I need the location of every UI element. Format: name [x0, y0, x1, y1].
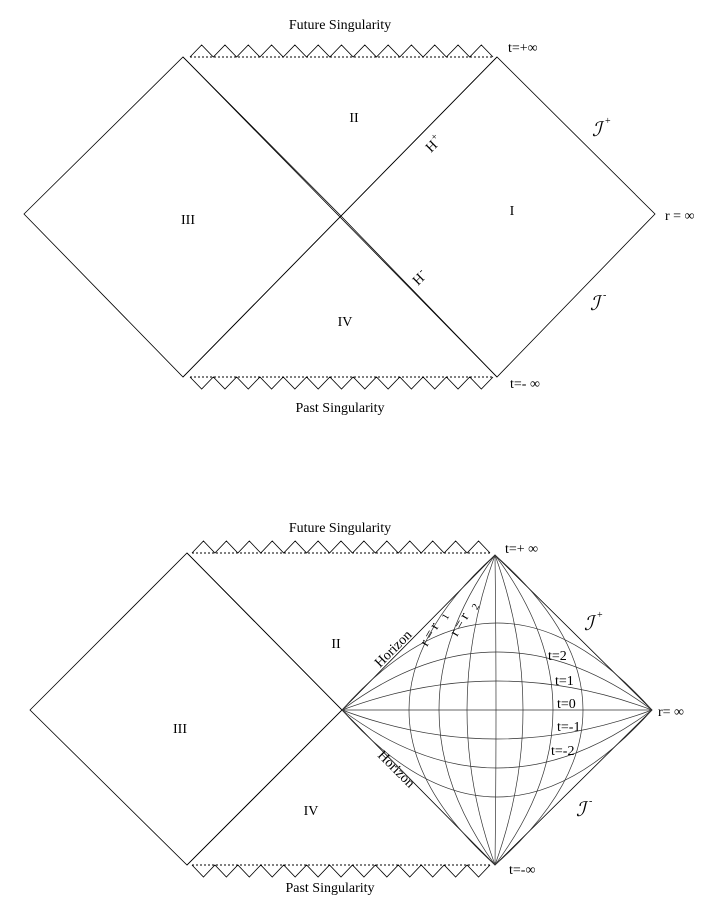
r1-sub: 1 [440, 612, 452, 622]
coordinate-grid [341, 554, 653, 866]
grid-curve [341, 709, 653, 769]
t-label: t=1 [555, 674, 574, 689]
upper-horizon-label: Horizon [372, 628, 415, 671]
region-III-label: III [173, 722, 187, 737]
t-minus-infinity-label: t=-∞ [509, 863, 535, 878]
bottom-penrose-diagram: Future Singularity Past Singularity t=+ … [29, 521, 684, 896]
grid-curve [408, 554, 496, 866]
region-II-label: II [331, 637, 341, 652]
future-singularity-label: Future Singularity [289, 18, 391, 33]
h-sup: - [416, 266, 426, 276]
future-horizon-label: H + [423, 131, 441, 156]
region-III-label: III [181, 213, 195, 228]
scri-plus-sup: + [597, 610, 603, 621]
t-label: t=-2 [551, 744, 574, 759]
horizon-line [186, 552, 343, 711]
region-III-diamond [29, 552, 343, 866]
region-II-label: II [349, 111, 359, 126]
past-horizon-label: H - [410, 266, 428, 289]
past-singularity-label: Past Singularity [285, 881, 374, 896]
t-minus-infinity-label: t=- ∞ [510, 377, 540, 392]
grid-curve [494, 554, 584, 866]
region-IV-label: IV [338, 315, 353, 330]
r2-sub: 2 [470, 602, 482, 612]
grid-curve [341, 709, 653, 798]
t-plus-infinity-label: t=+ ∞ [505, 542, 538, 557]
t-plus-infinity-label: t=+∞ [508, 41, 538, 56]
grid-curve [494, 554, 524, 866]
scri-minus-sup: - [589, 796, 592, 807]
grid-curve [438, 554, 496, 866]
scri-minus-sup: - [603, 290, 606, 301]
r1-text: r = r [417, 620, 442, 649]
grid-curve [341, 709, 653, 740]
future-singularity-zigzag [189, 44, 494, 58]
grid-curve [494, 554, 554, 866]
top-penrose-diagram: Future Singularity Past Singularity t=+∞… [23, 18, 695, 416]
region-IV-label: IV [304, 804, 319, 819]
horizon-line [182, 56, 498, 378]
scri-minus-label: ℐ [576, 799, 589, 821]
past-singularity-zigzag [191, 864, 491, 878]
past-singularity-label: Past Singularity [295, 401, 384, 416]
t-label: t=0 [557, 697, 576, 712]
grid-curve [466, 554, 496, 866]
grid-curve [341, 680, 653, 711]
r2-text: r = r [447, 610, 472, 639]
scri-plus-label: ℐ [592, 119, 605, 141]
horizon-line [186, 709, 343, 866]
grid-curve [341, 622, 653, 711]
t-label: t=2 [548, 649, 567, 664]
grid-curve [341, 651, 653, 711]
scri-plus-sup: + [605, 116, 611, 127]
future-singularity-zigzag [191, 540, 491, 554]
r-infinity-label: r= ∞ [658, 705, 684, 720]
region-I-label: I [510, 204, 515, 219]
future-singularity-label: Future Singularity [289, 521, 391, 536]
t-label: t=-1 [557, 720, 580, 735]
r-infinity-label: r = ∞ [665, 209, 695, 224]
scri-plus-label: ℐ [584, 613, 597, 635]
grid-curve [494, 554, 497, 866]
r-equals-r1-label: r = r 1 [417, 612, 452, 649]
scri-minus-label: ℐ [590, 293, 603, 315]
past-singularity-zigzag [189, 376, 494, 390]
region-I-diamond [340, 56, 656, 378]
